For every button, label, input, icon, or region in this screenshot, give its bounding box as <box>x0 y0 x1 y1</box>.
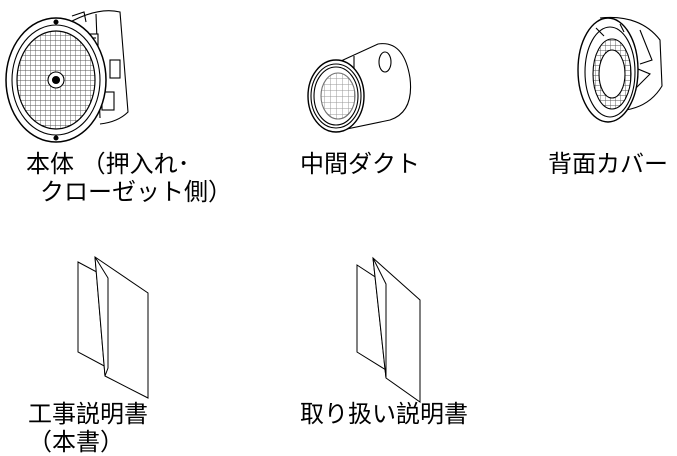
middle-duct-label: 中間ダクト <box>300 150 420 178</box>
main-unit-label-line-1: 本体 （押入れ･ <box>26 150 190 178</box>
main-unit-label-line-2: クローゼット側） <box>40 178 232 206</box>
middle-duct-label-line-1: 中間ダクト <box>300 150 420 178</box>
instruction-manual-label-line-1: 取り扱い説明書 <box>300 400 468 428</box>
instruction-manual-illustration <box>356 256 421 403</box>
middle-duct-illustration <box>307 43 412 133</box>
main-unit-label: 本体 （押入れ･ クローゼット側） <box>26 150 232 206</box>
construction-manual-label-line-2: （本書） <box>28 428 124 456</box>
construction-manual-label: 工事説明書 （本書） <box>28 400 148 456</box>
construction-manual-illustration <box>77 255 149 399</box>
construction-manual-label-line-1: 工事説明書 <box>28 400 148 428</box>
back-cover-label-line-1: 背面カバー <box>548 150 668 178</box>
back-cover-illustration <box>577 16 663 123</box>
back-cover-label: 背面カバー <box>548 150 668 178</box>
instruction-manual-label: 取り扱い説明書 <box>300 400 468 428</box>
main-unit-illustration <box>5 10 129 143</box>
